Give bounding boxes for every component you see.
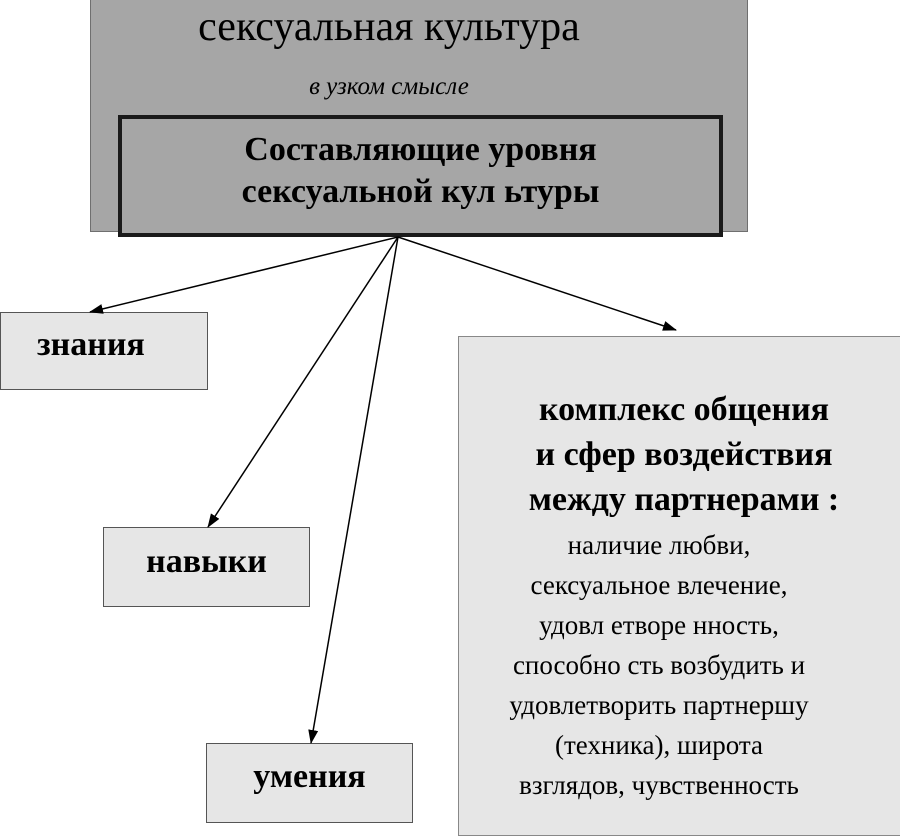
- arrow-to-abilities: [308, 236, 399, 744]
- arrow-to-knowledge: [89, 236, 399, 314]
- sexual-culture-title: сексуальная культура: [198, 4, 580, 50]
- communication-complex-heading: комплекс общения и сфер воздействия межд…: [459, 387, 900, 522]
- abilities-label: умения: [253, 758, 366, 795]
- sexual-culture-subtitle: в узком смысле: [309, 73, 469, 100]
- communication-complex-body: наличие любви, сексуальное влечение, удо…: [459, 525, 859, 805]
- components-box: Составляющие уровня сексуальной кул ьтур…: [118, 115, 723, 237]
- arrow-to-communication-complex: [397, 236, 677, 331]
- communication-complex-box: комплекс общения и сфер воздействия межд…: [458, 336, 900, 836]
- complex-heading-line-3: между партнерами :: [528, 481, 840, 518]
- complex-body-line-2: сексуальное влечение,: [530, 570, 788, 600]
- complex-heading-line-2: и сфер воздействия: [535, 436, 833, 473]
- complex-body-line-7: взглядов, чувственность: [519, 770, 799, 800]
- complex-body-line-1: наличие любви,: [567, 530, 751, 560]
- knowledge-box: знания: [0, 312, 208, 390]
- complex-body-line-5: удовлетворить партнершу: [509, 690, 809, 720]
- skills-label: навыки: [146, 543, 267, 580]
- complex-body-line-6: (техника), широта: [555, 730, 763, 760]
- arrow-to-skills: [207, 236, 399, 528]
- knowledge-label: знания: [37, 326, 145, 363]
- complex-body-line-4: способно сть возбудить и: [512, 650, 806, 680]
- abilities-box: умения: [206, 743, 413, 823]
- components-title-line-2: сексуальной кул ьтуры: [241, 173, 600, 210]
- skills-box: навыки: [103, 527, 310, 607]
- complex-body-line-3: удовл етворе нность,: [539, 610, 779, 640]
- components-title-line-1: Составляющие уровня: [244, 131, 597, 168]
- complex-heading-line-1: комплекс общения: [538, 391, 830, 428]
